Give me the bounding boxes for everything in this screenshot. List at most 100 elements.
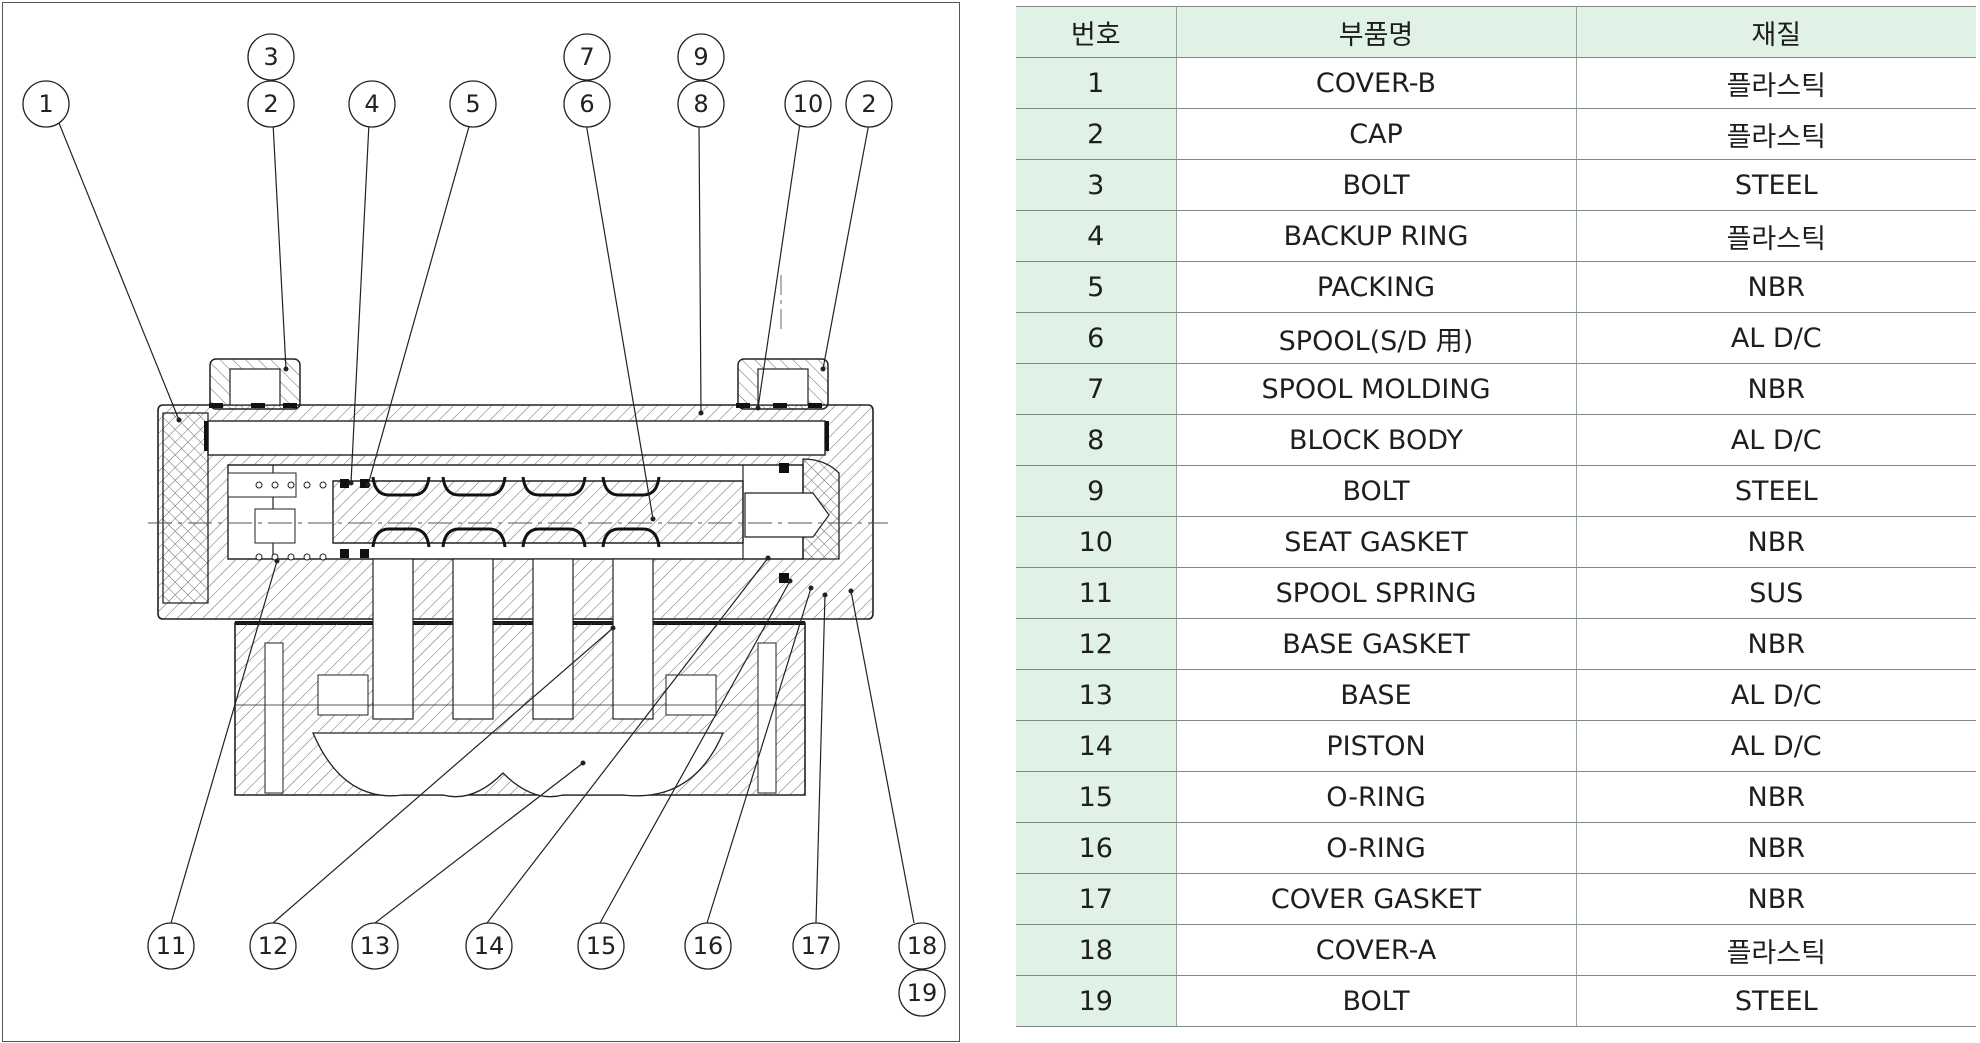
leader-dots [176, 366, 854, 766]
row-material: AL D/C [1576, 312, 1976, 364]
row-part-name: COVER-B [1176, 57, 1577, 109]
row-part-name: SPOOL MOLDING [1176, 363, 1577, 415]
row-part-name: COVER-A [1176, 924, 1577, 976]
row-material: AL D/C [1576, 414, 1976, 466]
callout-1: 1 [38, 90, 53, 118]
callout-11: 11 [156, 932, 187, 960]
callout-17: 17 [801, 932, 832, 960]
row-material: AL D/C [1576, 720, 1976, 772]
row-material: NBR [1576, 363, 1976, 415]
row-number: 6 [1016, 312, 1177, 364]
row-part-name: BOLT [1176, 465, 1577, 517]
row-part-name: CAP [1176, 108, 1577, 160]
row-part-name: COVER GASKET [1176, 873, 1577, 925]
row-number: 8 [1016, 414, 1177, 466]
callout-19: 19 [907, 979, 938, 1007]
callout-13: 13 [360, 932, 391, 960]
row-number: 9 [1016, 465, 1177, 517]
callout-6: 6 [579, 90, 594, 118]
callout-9: 9 [693, 43, 708, 71]
row-material: 플라스틱 [1576, 108, 1976, 160]
callout-5: 5 [465, 90, 480, 118]
row-part-name: BLOCK BODY [1176, 414, 1577, 466]
row-part-name: BOLT [1176, 159, 1577, 211]
row-number: 13 [1016, 669, 1177, 721]
row-material: 플라스틱 [1576, 57, 1976, 109]
row-number: 4 [1016, 210, 1177, 262]
cross-section-svg: 1 2 3 4 5 6 7 8 9 10 2 11 12 13 14 15 16… [22, 33, 946, 1017]
cap-left-part [209, 358, 301, 410]
row-number: 16 [1016, 822, 1177, 874]
row-part-name: PACKING [1176, 261, 1577, 313]
row-material: NBR [1576, 771, 1976, 823]
row-part-name: BASE GASKET [1176, 618, 1577, 670]
callout-16: 16 [693, 932, 724, 960]
callout-10: 10 [793, 90, 824, 118]
callout-2: 2 [263, 90, 278, 118]
row-material: NBR [1576, 873, 1976, 925]
row-number: 7 [1016, 363, 1177, 415]
row-number: 2 [1016, 108, 1177, 160]
row-number: 5 [1016, 261, 1177, 313]
row-number: 12 [1016, 618, 1177, 670]
row-number: 15 [1016, 771, 1177, 823]
row-part-name: BOLT [1176, 975, 1577, 1027]
row-material: STEEL [1576, 159, 1976, 211]
header-number: 번호 [1016, 6, 1177, 58]
callout-7: 7 [579, 43, 594, 71]
row-number: 11 [1016, 567, 1177, 619]
spool-spring-part [255, 481, 327, 561]
row-part-name: O-RING [1176, 822, 1577, 874]
leader-lines [58, 122, 915, 924]
row-number: 19 [1016, 975, 1177, 1027]
cover-a-part [744, 458, 840, 560]
row-material: NBR [1576, 516, 1976, 568]
row-part-name: SPOOL(S/D 用) [1176, 312, 1577, 364]
header-material: 재질 [1576, 6, 1976, 58]
row-number: 10 [1016, 516, 1177, 568]
row-number: 14 [1016, 720, 1177, 772]
row-part-name: O-RING [1176, 771, 1577, 823]
callout-4: 4 [364, 90, 379, 118]
row-part-name: PISTON [1176, 720, 1577, 772]
cap-right-part [737, 358, 829, 410]
row-number: 17 [1016, 873, 1177, 925]
row-material: SUS [1576, 567, 1976, 619]
row-part-name: BASE [1176, 669, 1577, 721]
row-material: STEEL [1576, 465, 1976, 517]
row-material: 플라스틱 [1576, 210, 1976, 262]
row-material: NBR [1576, 618, 1976, 670]
row-part-name: BACKUP RING [1176, 210, 1577, 262]
callout-15: 15 [586, 932, 617, 960]
table-header-row: 번호 부품명 재질 [1016, 6, 1976, 58]
callout-8: 8 [693, 90, 708, 118]
callout-14: 14 [474, 932, 505, 960]
row-material: STEEL [1576, 975, 1976, 1027]
callout-18: 18 [907, 932, 938, 960]
row-part-name: SEAT GASKET [1176, 516, 1577, 568]
callout-2-right: 2 [861, 90, 876, 118]
row-number: 1 [1016, 57, 1177, 109]
row-material: NBR [1576, 822, 1976, 874]
callout-balloons [22, 33, 946, 1017]
row-part-name: SPOOL SPRING [1176, 567, 1577, 619]
